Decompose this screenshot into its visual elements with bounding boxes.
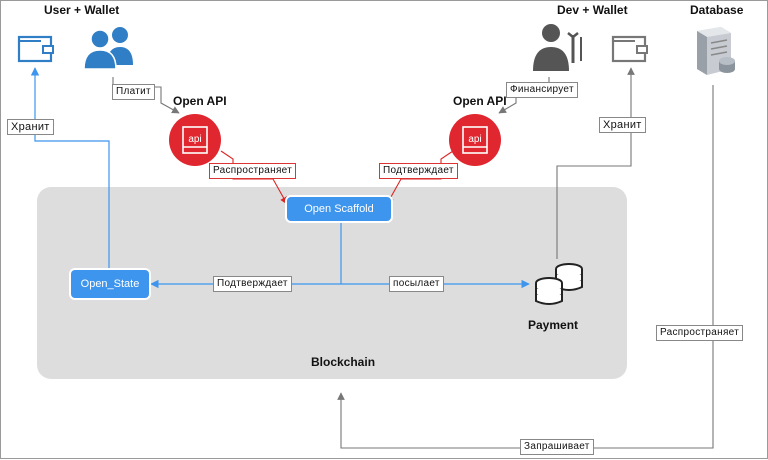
label-rasprostranyaet-api: Распространяет	[209, 163, 297, 179]
edge-podtverzhdaet-api	[386, 150, 454, 205]
api-icon: api	[449, 114, 501, 166]
open-api-left-title: Open API	[173, 94, 227, 108]
wallet-icon	[611, 35, 648, 63]
edge-platit	[112, 77, 180, 114]
blockchain-title: Blockchain	[311, 355, 376, 369]
database-server-icon	[697, 27, 735, 75]
open-scaffold-node: Open Scaffold	[287, 197, 391, 221]
open-api-right-title: Open API	[453, 94, 507, 108]
api-icon-text: api	[468, 134, 481, 145]
edge-rasprostranyaet-api	[220, 150, 288, 205]
open-state-node: Open_State	[71, 270, 149, 298]
edge-hranit-left	[30, 67, 110, 269]
wallet-icon	[17, 35, 54, 63]
coins-icon	[535, 263, 583, 305]
developer-icon	[533, 24, 582, 71]
dev-wallet-title: Dev + Wallet	[557, 3, 628, 17]
api-icon: api	[169, 114, 221, 166]
label-posylaet: посылает	[389, 276, 444, 292]
label-zaprashivaet: Запрашивает	[520, 439, 594, 455]
edge-zaprashivaet	[337, 85, 714, 449]
users-icon	[83, 27, 133, 69]
label-hranit-left: Хранит	[7, 119, 54, 135]
api-icon-text: api	[188, 134, 201, 145]
label-platit: Платит	[112, 84, 155, 100]
label-hranit-right: Хранит	[599, 117, 646, 133]
user-wallet-title: User + Wallet	[44, 3, 120, 17]
label-rasprostranyaet-db: Распространяет	[656, 325, 744, 341]
database-title: Database	[690, 3, 744, 17]
payment-title: Payment	[528, 318, 579, 332]
label-finansiruet: Финансирует	[506, 82, 578, 98]
label-podtverzhdaet-api: Подтверждает	[379, 163, 458, 179]
label-podtverzhdaet-state: Подтверждает	[213, 276, 292, 292]
